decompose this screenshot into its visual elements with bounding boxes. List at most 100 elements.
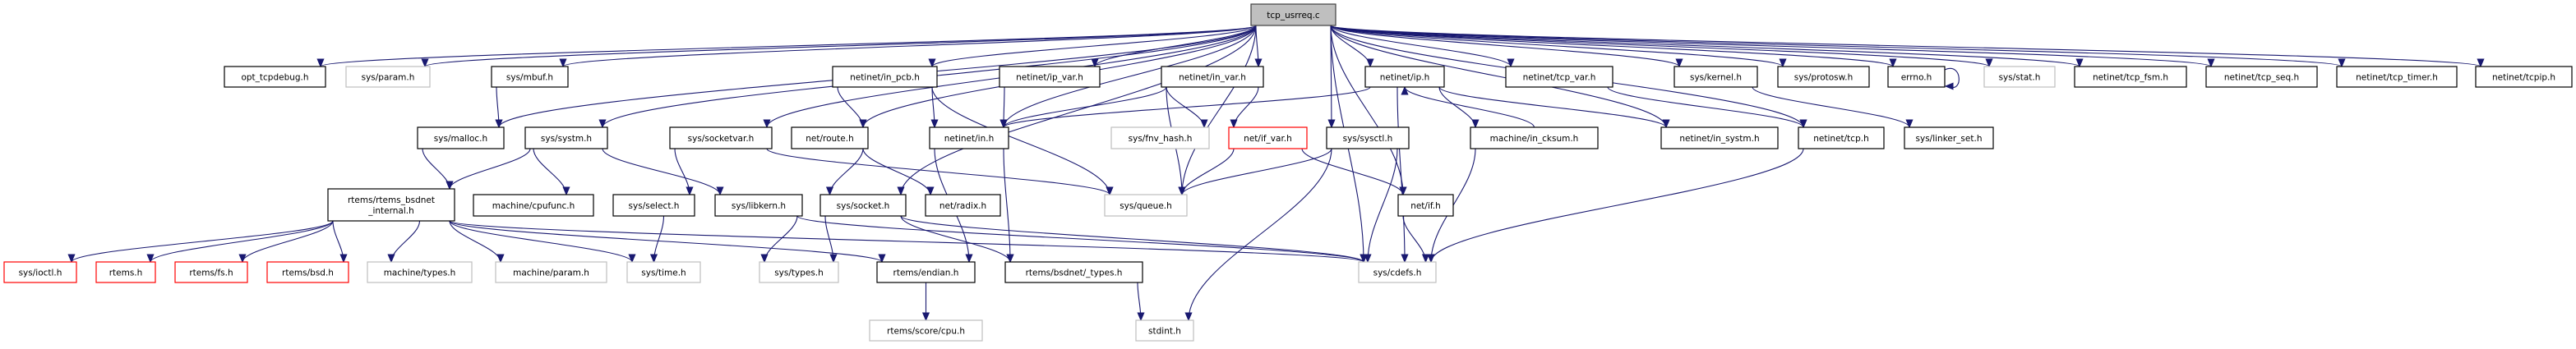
node-net-radix[interactable]: net/radix.h <box>925 194 1001 217</box>
edge-net-route-to-net-radix <box>862 148 935 196</box>
node-net-if[interactable]: net/if.h <box>1397 194 1454 217</box>
node-sys-systm[interactable]: sys/systm.h <box>524 126 608 149</box>
node-sys-mbuf[interactable]: sys/mbuf.h <box>491 66 569 88</box>
node-sys-kernel[interactable]: sys/kernel.h <box>1673 66 1758 88</box>
arrow-head-icon <box>999 119 1008 129</box>
edge-netinet-in-var-to-net-if-var <box>1230 86 1259 129</box>
node-rtems-endian[interactable]: rtems/endian.h <box>876 261 976 283</box>
node-box <box>2205 66 2318 88</box>
node-netinet-tcp[interactable]: netinet/tcp.h <box>1798 126 1885 149</box>
node-net-route[interactable]: net/route.h <box>791 126 869 149</box>
node-sys-libkern[interactable]: sys/libkern.h <box>714 194 803 217</box>
node-box <box>612 194 695 217</box>
node-netinet-ip-var[interactable]: netinet/ip_var.h <box>999 66 1101 88</box>
node-sys-cdefs[interactable]: sys/cdefs.h <box>1358 261 1437 283</box>
edge-sys-sysctl-to-sys-cdefs <box>1364 148 1398 264</box>
arrow-head-icon <box>1401 85 1409 95</box>
node-rtems[interactable]: rtems.h <box>95 261 156 283</box>
edge-sys-socketvar-to-sys-queue <box>766 148 1114 196</box>
node-label: rtems.h <box>109 269 143 278</box>
edge-rtems-bsdnet-internal-to-rtems-bsd <box>332 220 348 264</box>
node-label: sys/types.h <box>774 269 824 278</box>
node-label: sys/select.h <box>629 201 680 211</box>
edge-line <box>931 86 1110 195</box>
node-sys-protosw[interactable]: sys/protosw.h <box>1777 66 1870 88</box>
node-rtems-bsdnet-types[interactable]: rtems/bsdnet/_types.h <box>1004 261 1143 283</box>
edge-root-to-sys-param <box>421 25 1257 68</box>
edge-root-to-netinet-tcp-timer <box>1330 25 2346 68</box>
node-box <box>669 126 773 149</box>
node-sys-socketvar[interactable]: sys/socketvar.h <box>669 126 773 149</box>
node-rtems-fs[interactable]: rtems/fs.h <box>174 261 248 283</box>
node-machine-cpufunc[interactable]: machine/cpufunc.h <box>473 194 594 217</box>
node-label: netinet/tcp_seq.h <box>2224 73 2299 83</box>
arrow-head-icon <box>928 58 936 68</box>
node-label: machine/in_cksum.h <box>1490 134 1579 144</box>
node-sys-time[interactable]: sys/time.h <box>626 261 701 283</box>
node-label: netinet/in_systm.h <box>1679 134 1759 144</box>
node-root[interactable]: tcp_usrreq.c <box>1250 3 1336 26</box>
node-rtems-bsd[interactable]: rtems/bsd.h <box>266 261 349 283</box>
node-machine-in-cksum[interactable]: machine/in_cksum.h <box>1470 126 1599 149</box>
node-netinet-in[interactable]: netinet/in.h <box>929 126 1009 149</box>
node-netinet-tcp-var[interactable]: netinet/tcp_var.h <box>1505 66 1613 88</box>
node-box <box>473 194 594 217</box>
node-box <box>1364 66 1445 88</box>
edge-errno-to-errno <box>1944 67 1960 90</box>
node-netinet-tcp-fsm[interactable]: netinet/tcp_fsm.h <box>2074 66 2187 88</box>
edge-net-route-to-sys-socket <box>825 148 864 196</box>
node-box <box>327 188 455 222</box>
node-stdint[interactable]: stdint.h <box>1135 319 1194 342</box>
node-sys-param[interactable]: sys/param.h <box>345 66 431 88</box>
node-errno[interactable]: errno.h <box>1887 66 1946 88</box>
node-box <box>1983 66 2056 88</box>
node-sys-queue[interactable]: sys/queue.h <box>1104 194 1188 217</box>
node-sys-malloc[interactable]: sys/malloc.h <box>417 126 505 149</box>
node-sys-fnv-hash[interactable]: sys/fnv_hash.h <box>1110 126 1210 149</box>
edge-root-to-sys-kernel <box>1330 25 1683 68</box>
node-sys-sysctl[interactable]: sys/sysctl.h <box>1326 126 1410 149</box>
node-sys-ioctl[interactable]: sys/ioctl.h <box>3 261 77 283</box>
node-label: rtems/endian.h <box>893 269 959 278</box>
node-netinet-tcp-seq[interactable]: netinet/tcp_seq.h <box>2205 66 2318 88</box>
edge-rtems-bsdnet-internal-to-sys-time <box>449 220 636 264</box>
node-box <box>174 261 248 283</box>
arrow-head-icon <box>1675 58 1683 68</box>
edge-line <box>449 220 883 263</box>
edge-line <box>837 86 864 128</box>
node-netinet-ip[interactable]: netinet/ip.h <box>1364 66 1445 88</box>
node-netinet-in-var[interactable]: netinet/in_var.h <box>1161 66 1264 88</box>
edge-line <box>1003 86 1167 128</box>
edge-netinet-ip-to-machine-in-cksum <box>1438 86 1480 129</box>
node-box <box>3 261 77 283</box>
node-netinet-tcp-timer[interactable]: netinet/tcp_timer.h <box>2336 66 2458 88</box>
arrow-head-icon <box>859 119 867 129</box>
node-netinet-in-pcb[interactable]: netinet/in_pcb.h <box>832 66 938 88</box>
node-sys-linker-set[interactable]: sys/linker_set.h <box>1904 126 1994 149</box>
arrow-head-icon <box>1427 254 1435 264</box>
arrow-head-icon <box>1779 58 1787 68</box>
node-net-if-var[interactable]: net/if_var.h <box>1228 126 1308 149</box>
node-sys-socket[interactable]: sys/socket.h <box>819 194 907 217</box>
node-netinet-in-systm[interactable]: netinet/in_systm.h <box>1660 126 1779 149</box>
node-label: _internal.h <box>367 206 414 216</box>
node-box <box>759 261 839 283</box>
edge-line <box>424 25 1257 67</box>
edge-sys-sysctl-to-stdint <box>1184 148 1332 322</box>
node-machine-param[interactable]: machine/param.h <box>495 261 607 283</box>
node-netinet-tcpip[interactable]: netinet/tcpip.h <box>2475 66 2573 88</box>
node-machine-types[interactable]: machine/types.h <box>367 261 473 283</box>
edge-sys-socketvar-to-sys-select <box>674 148 694 196</box>
arrow-head-icon <box>496 254 505 264</box>
node-rtems-score-cpu[interactable]: rtems/score/cpu.h <box>869 319 983 342</box>
arrow-head-icon <box>562 186 570 196</box>
node-box <box>1135 319 1194 342</box>
node-sys-stat[interactable]: sys/stat.h <box>1983 66 2056 88</box>
arrow-head-icon <box>1327 119 1336 129</box>
node-opt-tcpdebug[interactable]: opt_tcpdebug.h <box>224 66 326 88</box>
node-rtems-bsdnet-internal[interactable]: rtems/rtems_bsdnet_internal.h <box>327 188 455 222</box>
edge-line <box>1003 148 1011 263</box>
node-sys-select[interactable]: sys/select.h <box>612 194 695 217</box>
node-sys-types[interactable]: sys/types.h <box>759 261 839 283</box>
arrow-head-icon <box>930 119 939 129</box>
